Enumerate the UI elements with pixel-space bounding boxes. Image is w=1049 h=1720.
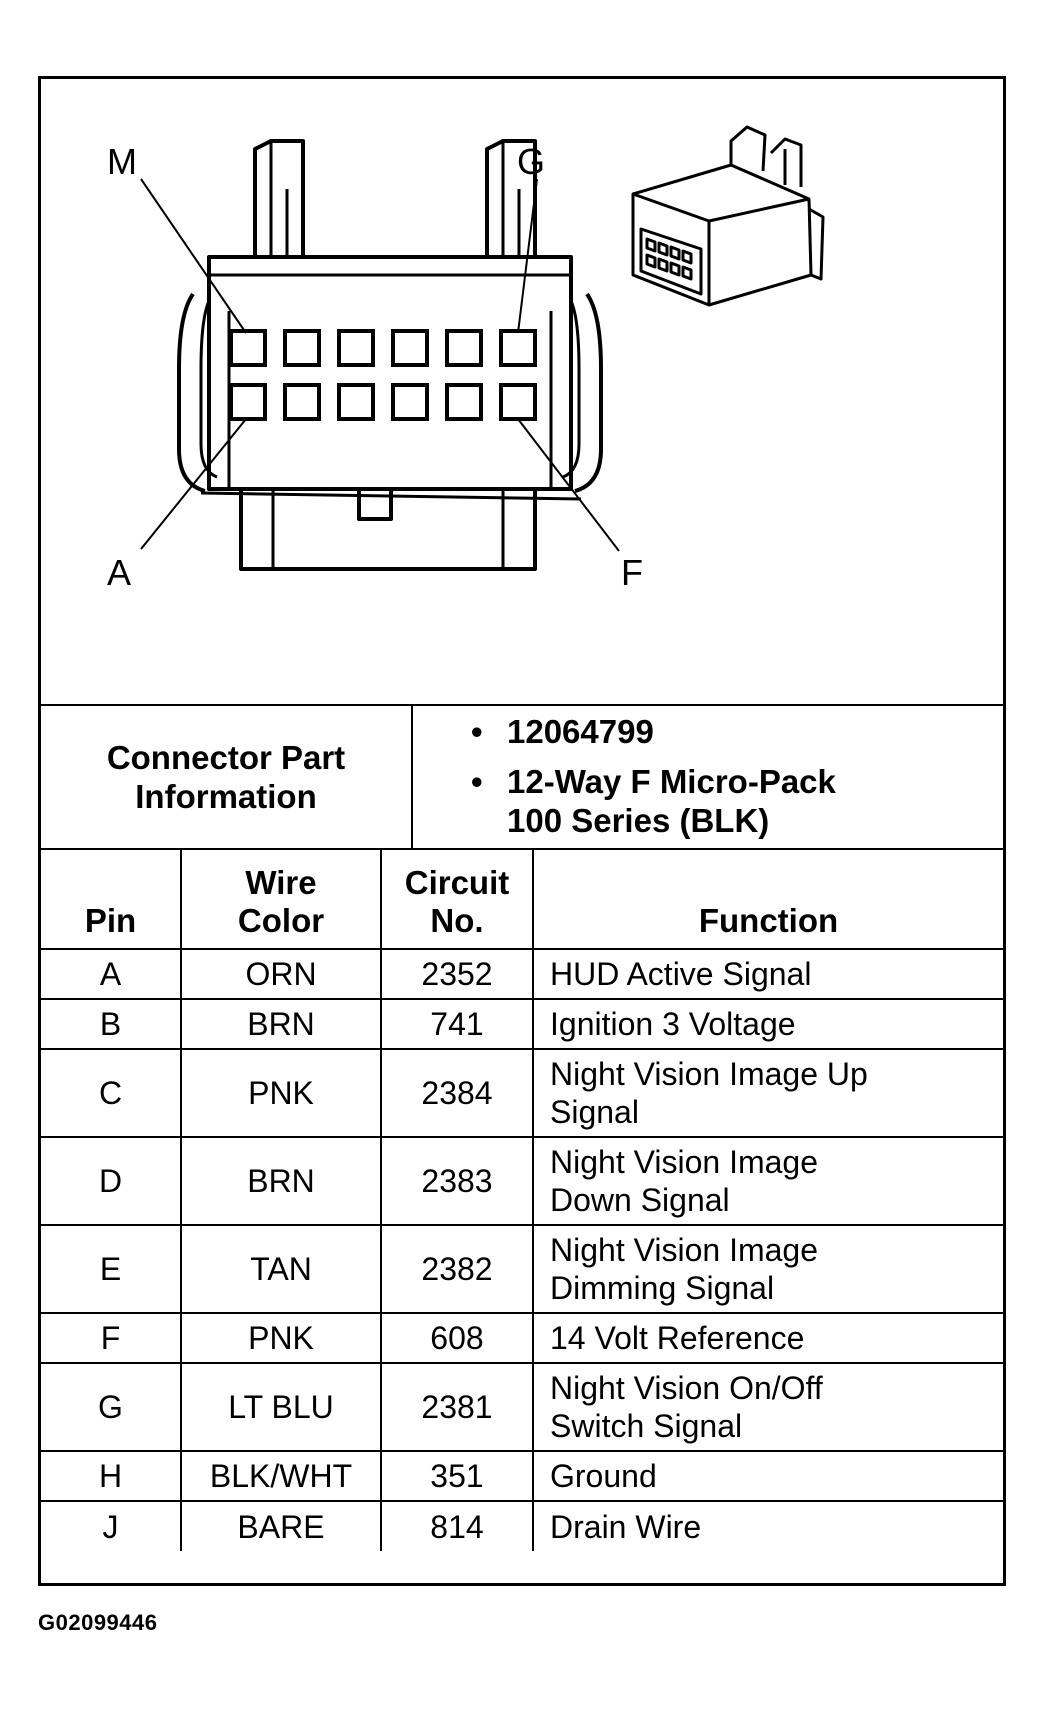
function-cell: 14 Volt Reference [532, 1312, 1003, 1364]
pin-cell: B [41, 998, 182, 1050]
connector-part-information: Connector Part Information 12064799 12-W… [41, 704, 1003, 850]
callout-leaders [140, 178, 620, 552]
function-cell: Night Vision Image Up Signal [532, 1048, 1003, 1138]
function-cell: HUD Active Signal [532, 948, 1003, 1000]
cavity-m [229, 329, 267, 367]
function-cell: Ignition 3 Voltage [532, 998, 1003, 1050]
table-row: B BRN 741 Ignition 3 Voltage [41, 998, 1003, 1050]
circuit-cell: 2352 [380, 948, 534, 1000]
circuit-cell: 814 [380, 1500, 534, 1551]
header-circuit: Circuit No. [380, 850, 534, 950]
table-row: C PNK 2384 Night Vision Image Up Signal [41, 1048, 1003, 1138]
callout-a: A [107, 552, 131, 593]
wire-color-cell: LT BLU [180, 1362, 382, 1452]
pin-cell: H [41, 1450, 182, 1502]
table-row: G LT BLU 2381 Night Vision On/Off Switch… [41, 1362, 1003, 1452]
connector-3d-view [631, 125, 825, 307]
table-row: F PNK 608 14 Volt Reference [41, 1312, 1003, 1364]
function-cell: Ground [532, 1450, 1003, 1502]
connector-figure-frame: M G A F Connector Part Information 12064… [38, 76, 1006, 1586]
circuit-cell: 2382 [380, 1224, 534, 1314]
connector-top-band [207, 255, 573, 314]
right-side-shroud [574, 292, 603, 493]
callout-g: G [517, 141, 545, 182]
function-cell: Night Vision Image Down Signal [532, 1136, 1003, 1226]
circuit-cell: 2384 [380, 1048, 534, 1138]
wire-color-cell: PNK [180, 1312, 382, 1364]
wire-color-cell: BLK/WHT [180, 1450, 382, 1502]
table-row: E TAN 2382 Night Vision Image Dimming Si… [41, 1224, 1003, 1314]
connector-info-list: 12064799 12-Way F Micro-Pack 100 Series … [413, 706, 1003, 848]
connector-drawing: M G A F [107, 125, 825, 593]
header-wire-color: Wire Color [180, 850, 382, 950]
wire-color-cell: ORN [180, 948, 382, 1000]
table-row: H BLK/WHT 351 Ground [41, 1450, 1003, 1502]
circuit-cell: 2381 [380, 1362, 534, 1452]
pin-cell: A [41, 948, 182, 1000]
circuit-cell: 608 [380, 1312, 534, 1364]
connector-description: 12-Way F Micro-Pack 100 Series (BLK) [413, 762, 1003, 840]
pin-cell: D [41, 1136, 182, 1226]
circuit-cell: 741 [380, 998, 534, 1050]
wire-color-cell: TAN [180, 1224, 382, 1314]
table-row: J BARE 814 Drain Wire [41, 1500, 1003, 1551]
connector-info-label: Connector Part Information [41, 706, 413, 848]
cavity-a [229, 383, 267, 421]
pin-cell: F [41, 1312, 182, 1364]
cavity-f [499, 383, 537, 421]
key-notch [357, 489, 393, 521]
function-cell: Night Vision Image Dimming Signal [532, 1224, 1003, 1314]
function-cell: Night Vision On/Off Switch Signal [532, 1362, 1003, 1452]
pin-cell: E [41, 1224, 182, 1314]
wire-color-cell: PNK [180, 1048, 382, 1138]
wire-color-cell: BRN [180, 1136, 382, 1226]
table-row: D BRN 2383 Night Vision Image Down Signa… [41, 1136, 1003, 1226]
header-function: Function [532, 850, 1003, 950]
pin-cell: J [41, 1500, 182, 1551]
cavity-g [499, 329, 537, 367]
circuit-cell: 2383 [380, 1136, 534, 1226]
left-side-shroud [177, 292, 206, 493]
left-latch-outline [253, 139, 305, 259]
pin-cell: C [41, 1048, 182, 1138]
connector-face-diagram: M G A F [41, 79, 1003, 704]
callout-m: M [107, 141, 137, 182]
header-pin: Pin [41, 850, 182, 950]
pin-table-header: Pin Wire Color Circuit No. Function [41, 850, 1003, 950]
table-row: A ORN 2352 HUD Active Signal [41, 948, 1003, 1000]
pin-cell: G [41, 1362, 182, 1452]
pin-table: Pin Wire Color Circuit No. Function A OR… [41, 850, 1003, 1551]
callout-f: F [621, 552, 643, 593]
circuit-cell: 351 [380, 1450, 534, 1502]
wire-color-cell: BARE [180, 1500, 382, 1551]
pin-cavities [229, 329, 537, 421]
wire-color-cell: BRN [180, 998, 382, 1050]
function-cell: Drain Wire [532, 1500, 1003, 1551]
part-number: 12064799 [413, 712, 1003, 751]
figure-code: G02099446 [38, 1610, 158, 1635]
bottom-legs [239, 491, 537, 571]
